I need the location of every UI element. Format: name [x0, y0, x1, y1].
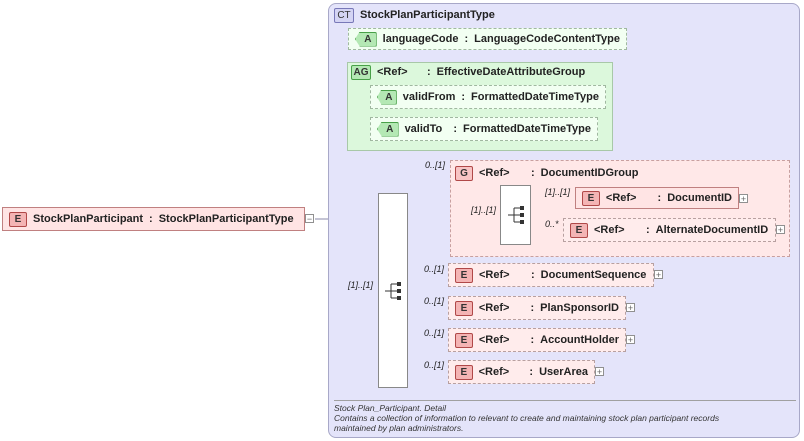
element-name: AlternateDocumentID	[655, 224, 769, 236]
documentsequence-cardinality: 0..[1]	[424, 264, 445, 274]
type-separator: :	[529, 366, 534, 378]
ref-label: <Ref>	[478, 302, 510, 314]
ref-label: <Ref>	[478, 334, 510, 346]
ref-label: <Ref>	[605, 192, 637, 204]
attribute-badge: A	[377, 121, 399, 137]
type-separator: :	[530, 302, 535, 314]
element-badge: E	[570, 222, 588, 238]
type-separator: :	[149, 213, 153, 225]
element-name: PlanSponsorID	[540, 302, 619, 314]
element-plansponsorid[interactable]: E <Ref> : PlanSponsorID	[448, 296, 626, 320]
attribute-type: FormattedDateTimeType	[463, 123, 591, 135]
element-badge: E	[455, 300, 473, 316]
type-separator: :	[530, 334, 535, 346]
attribute-name: validFrom	[402, 91, 456, 103]
type-separator: :	[646, 224, 650, 236]
element-name: UserArea	[539, 366, 588, 378]
expand-userarea-button[interactable]: +	[595, 367, 604, 377]
element-name: AccountHolder	[540, 334, 619, 346]
sequence-icon	[385, 282, 401, 300]
element-accountholder[interactable]: E <Ref> : AccountHolder	[448, 328, 626, 352]
attribute-group-name: EffectiveDateAttributeGroup	[436, 66, 586, 78]
element-badge: E	[455, 267, 473, 283]
attribute-type: FormattedDateTimeType	[471, 91, 599, 103]
ref-label: <Ref>	[479, 167, 510, 179]
complex-type-name: StockPlanParticipantType	[360, 9, 495, 21]
element-name: DocumentSequence	[540, 269, 647, 281]
element-badge: E	[455, 332, 473, 348]
root-element-name: StockPlanParticipant	[33, 213, 144, 225]
element-userarea[interactable]: E <Ref> : UserArea	[448, 360, 595, 384]
ref-label: <Ref>	[478, 366, 510, 378]
attribute-type: LanguageCodeContentType	[474, 33, 620, 45]
collapse-root-button[interactable]: −	[305, 214, 314, 224]
documentid-cardinality: [1]..[1]	[545, 187, 571, 197]
type-separator: :	[464, 33, 469, 45]
type-separator: :	[427, 66, 431, 78]
group-sequence-compositor[interactable]	[500, 185, 531, 245]
expand-documentsequence-button[interactable]: +	[654, 270, 663, 280]
attribute-group-badge: AG	[351, 64, 371, 80]
complex-type-badge: CT	[334, 7, 354, 23]
type-separator: :	[657, 192, 662, 204]
root-element-type: StockPlanParticipantType	[158, 213, 294, 225]
element-name: DocumentID	[667, 192, 732, 204]
plansponsorid-cardinality: 0..[1]	[424, 296, 445, 306]
attribute-validfrom[interactable]: A validFrom : FormattedDateTimeType	[370, 85, 606, 109]
type-separator: :	[531, 269, 535, 281]
annotation-line: Stock Plan_Participant. Detail	[334, 403, 446, 413]
element-badge: E	[582, 190, 600, 206]
group-badge: G	[455, 165, 473, 181]
attribute-name: validTo	[404, 123, 443, 135]
element-alternatedocumentid[interactable]: E <Ref> : AlternateDocumentID	[563, 218, 776, 242]
expand-alternatedocumentid-button[interactable]: +	[776, 225, 785, 235]
main-sequence-compositor[interactable]	[378, 193, 408, 388]
root-element-stockplanparticipant[interactable]: E StockPlanParticipant : StockPlanPartic…	[2, 207, 305, 231]
sequence-icon	[508, 206, 524, 224]
group-cardinality: 0..[1]	[425, 160, 446, 170]
accountholder-cardinality: 0..[1]	[424, 328, 445, 338]
expand-accountholder-button[interactable]: +	[626, 335, 635, 345]
expand-plansponsorid-button[interactable]: +	[626, 303, 635, 313]
attribute-validto[interactable]: A validTo : FormattedDateTimeType	[370, 117, 598, 141]
expand-documentid-button[interactable]: +	[739, 194, 748, 204]
alternatedocumentid-cardinality: 0..*	[545, 219, 559, 229]
main-sequence-cardinality: [1]..[1]	[348, 280, 374, 290]
element-badge: E	[455, 364, 473, 380]
attribute-group-header: AG <Ref> : EffectiveDateAttributeGroup	[351, 63, 585, 81]
attribute-languagecode[interactable]: A languageCode : LanguageCodeContentType	[348, 28, 627, 50]
ref-label: <Ref>	[594, 224, 625, 236]
complex-type-header: CT StockPlanParticipantType	[334, 7, 495, 23]
attribute-badge: A	[355, 31, 377, 47]
element-documentid[interactable]: E <Ref> : DocumentID	[575, 187, 739, 209]
group-name: DocumentIDGroup	[540, 167, 639, 179]
ref-label: <Ref>	[377, 66, 408, 78]
type-separator: :	[461, 91, 466, 103]
type-separator: :	[531, 167, 535, 179]
userarea-cardinality: 0..[1]	[424, 360, 445, 370]
group-sequence-cardinality: [1]..[1]	[471, 205, 497, 215]
type-separator: :	[453, 123, 458, 135]
annotation-line: Contains a collection of information to …	[334, 413, 720, 423]
group-header: G <Ref> : DocumentIDGroup	[455, 164, 638, 182]
element-documentsequence[interactable]: E <Ref> : DocumentSequence	[448, 263, 654, 287]
attribute-name: languageCode	[382, 33, 459, 45]
ref-label: <Ref>	[479, 269, 510, 281]
type-annotation: Stock Plan_Participant. Detail Contains …	[334, 400, 796, 433]
element-badge: E	[9, 211, 27, 227]
annotation-line: maintained by plan administrators.	[334, 423, 464, 433]
attribute-badge: A	[377, 89, 397, 105]
